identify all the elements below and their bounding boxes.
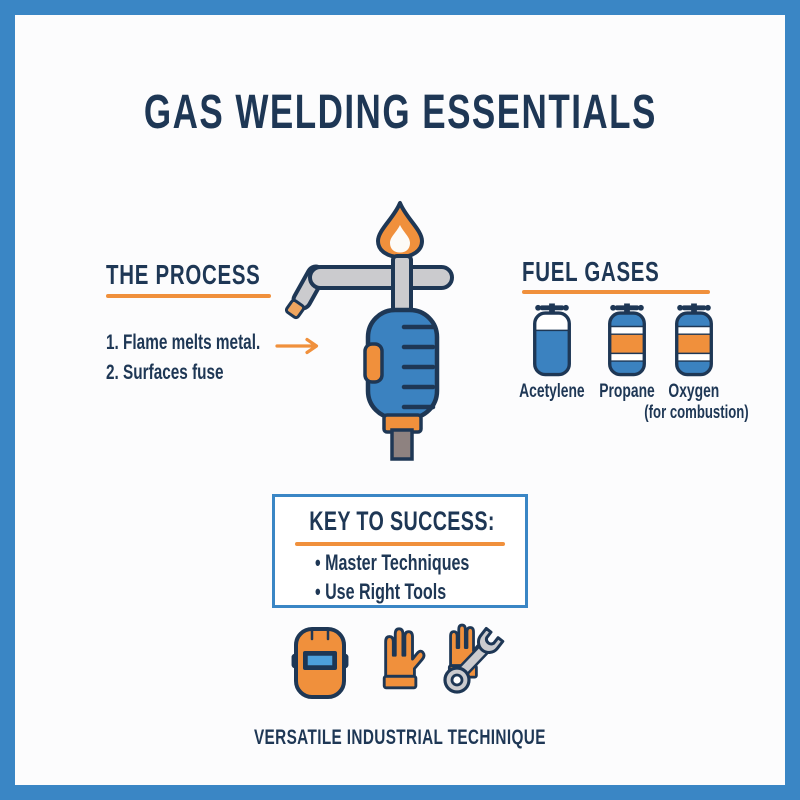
torch-crossbar bbox=[308, 265, 454, 290]
process-underline bbox=[106, 294, 271, 298]
footer-tagline: VERSATILE INDUSTRIAL TECHINIQUE bbox=[254, 726, 546, 749]
propane-cylinder-icon bbox=[608, 303, 646, 377]
page-title: GAS WELDING ESSENTIALS bbox=[143, 86, 657, 139]
glove-wrench-icon bbox=[443, 623, 505, 694]
cylinder-label-wrap: Oxygen bbox=[634, 381, 754, 403]
cylinder-label-wrap: Propane bbox=[567, 381, 687, 403]
fuel-gases-heading: FUEL GASES bbox=[522, 256, 660, 287]
key-heading-wrap: KEY TO SUCCESS: bbox=[275, 506, 525, 537]
cylinder-label-wrap: Acetylene bbox=[492, 381, 612, 403]
fuel-gases-underline bbox=[522, 290, 710, 294]
process-step: 2. Surfaces fuse bbox=[106, 361, 224, 384]
cylinder-label: Propane bbox=[599, 381, 655, 402]
torch-nozzle-tip bbox=[284, 298, 306, 320]
torch-button bbox=[363, 342, 384, 384]
torch-hose bbox=[390, 428, 414, 461]
process-heading: THE PROCESS bbox=[106, 259, 261, 290]
glove-icon bbox=[382, 627, 426, 690]
key-to-success-box: KEY TO SUCCESS: • Master Techniques • Us… bbox=[272, 494, 528, 608]
welding-mask-icon bbox=[291, 627, 349, 699]
process-heading-wrap: THE PROCESS bbox=[106, 259, 318, 291]
key-underline bbox=[295, 542, 505, 546]
key-bullet: • Master Techniques bbox=[315, 550, 470, 575]
key-heading: KEY TO SUCCESS: bbox=[309, 506, 495, 536]
fuel-gases-heading-wrap: FUEL GASES bbox=[522, 256, 710, 288]
torch-tube bbox=[391, 254, 413, 315]
page-title-wrap: GAS WELDING ESSENTIALS bbox=[0, 86, 800, 139]
wrench-shape bbox=[443, 626, 505, 694]
process-step: 1. Flame melts metal. bbox=[106, 331, 261, 354]
torch-grip-lines bbox=[401, 324, 436, 410]
right-arrow-icon bbox=[275, 337, 319, 355]
cylinder-sublabel: (for combustion) bbox=[644, 402, 749, 422]
process-steps: 1. Flame melts metal. 2. Surfaces fuse bbox=[106, 328, 317, 388]
acetylene-cylinder-icon bbox=[533, 303, 571, 377]
key-bullets: • Master Techniques • Use Right Tools bbox=[315, 548, 526, 606]
flame-icon bbox=[376, 201, 424, 259]
key-bullet: • Use Right Tools bbox=[315, 579, 447, 604]
cylinder-label: Acetylene bbox=[519, 381, 585, 402]
oxygen-cylinder-icon bbox=[675, 303, 713, 377]
footer-wrap: VERSATILE INDUSTRIAL TECHINIQUE bbox=[0, 726, 800, 750]
cylinder-label: Oxygen bbox=[668, 381, 720, 402]
cylinder-sublabel-wrap: (for combustion) bbox=[624, 402, 769, 423]
welding-torch-icon bbox=[284, 201, 454, 461]
